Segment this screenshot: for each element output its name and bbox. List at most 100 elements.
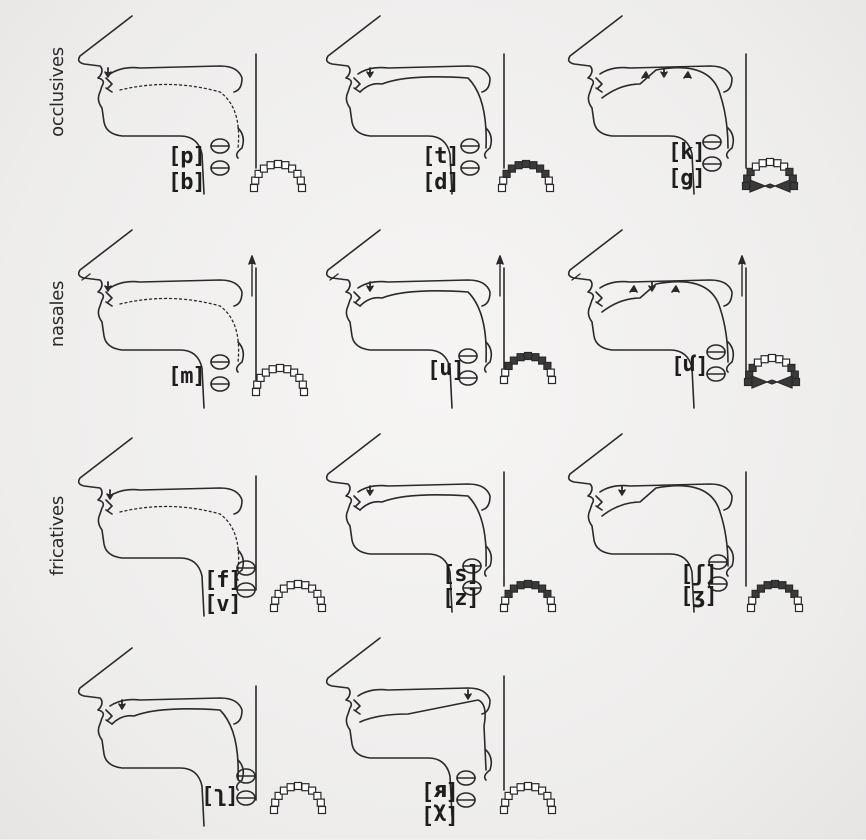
vocal-tract-diagram	[318, 222, 578, 422]
tooth	[549, 605, 556, 612]
tooth	[515, 162, 522, 169]
teeth	[354, 700, 360, 714]
constriction-arrowhead	[367, 286, 373, 291]
tooth	[260, 165, 267, 172]
constriction-arrowhead	[642, 72, 649, 78]
dental-arch-icon	[743, 159, 798, 193]
tooth	[745, 379, 752, 386]
constriction-arrowhead	[684, 72, 691, 78]
tooth	[262, 369, 269, 376]
tooth	[743, 183, 750, 190]
tooth	[530, 162, 537, 169]
tooth	[517, 582, 524, 589]
constriction-arrowhead	[661, 72, 667, 77]
tooth	[277, 365, 284, 372]
tooth	[287, 582, 294, 589]
face-profile	[79, 438, 204, 616]
teeth	[354, 292, 360, 306]
tooth	[791, 590, 798, 597]
tooth	[749, 597, 756, 604]
tooth	[752, 163, 759, 170]
teeth	[596, 292, 602, 306]
tooth	[547, 185, 554, 192]
panel-p-b: [p] [b]	[70, 8, 330, 208]
constriction-arrowhead	[465, 694, 471, 699]
tooth	[761, 356, 768, 363]
tooth	[510, 357, 517, 364]
palate-line	[358, 280, 490, 306]
face-profile	[79, 648, 204, 826]
constriction-arrowhead	[107, 494, 113, 499]
constriction-arrowhead	[367, 72, 373, 77]
tooth	[295, 783, 302, 790]
tooth	[796, 605, 803, 612]
tooth	[532, 784, 539, 791]
tooth	[754, 359, 761, 366]
tooth	[271, 807, 278, 814]
symbol-z: [z]	[442, 588, 479, 610]
tooth	[508, 165, 515, 172]
panel-sh-zh: [ʃ] [ʒ]	[560, 426, 820, 626]
tooth	[769, 355, 776, 362]
tooth	[544, 590, 551, 597]
tooth	[501, 377, 508, 384]
constriction-arrowhead	[672, 286, 679, 292]
larynx	[237, 128, 244, 158]
tooth	[502, 799, 509, 806]
tongue	[360, 495, 486, 566]
symbol-k: [k]	[668, 142, 705, 164]
tooth	[793, 379, 800, 386]
tooth	[296, 374, 303, 381]
panel-s-z: [s] [z]	[318, 426, 578, 626]
tooth	[284, 366, 291, 373]
symbol-d: [d]	[422, 172, 459, 194]
symbol-sh: [ʃ]	[680, 564, 717, 586]
tooth	[794, 597, 801, 604]
face-profile	[569, 434, 694, 612]
tooth	[302, 784, 309, 791]
tooth	[525, 581, 532, 588]
symbol-g: [g]	[668, 168, 705, 190]
teeth	[106, 500, 112, 514]
tooth	[252, 177, 259, 184]
palate-line	[358, 484, 490, 510]
tooth	[271, 605, 278, 612]
tooth	[544, 792, 551, 799]
tooth	[786, 168, 793, 175]
tooth	[779, 582, 786, 589]
tooth	[294, 170, 301, 177]
nasal-arrowhead	[249, 256, 255, 264]
symbol-x: [χ]	[422, 804, 459, 826]
constriction-arrowhead	[367, 490, 373, 495]
tongue	[112, 709, 238, 780]
tooth	[547, 799, 554, 806]
tract-group	[327, 638, 504, 816]
tooth	[542, 170, 549, 177]
panel-t-d: [t] [d]	[318, 8, 578, 208]
constriction-arrowhead	[105, 72, 111, 77]
panel-r-x: [ʁ] [χ]	[318, 630, 578, 830]
tooth	[267, 162, 274, 169]
palate-line	[358, 66, 490, 92]
panel-nj: [ɲ]	[560, 222, 820, 422]
tooth	[547, 597, 554, 604]
dental-arch-icon	[253, 365, 308, 396]
tooth	[502, 597, 509, 604]
tooth	[525, 353, 532, 360]
symbol-zh: [ʒ]	[680, 586, 717, 608]
face-profile	[327, 434, 452, 612]
tooth	[788, 364, 795, 371]
tooth	[280, 585, 287, 592]
dental-arch-icon	[748, 581, 803, 612]
tooth	[297, 177, 304, 184]
teeth	[354, 496, 360, 510]
tongue	[360, 700, 486, 770]
tract-group	[569, 434, 746, 612]
tooth	[282, 162, 289, 169]
symbol-p: [p]	[168, 146, 205, 168]
teeth	[106, 78, 112, 92]
tooth	[544, 362, 551, 369]
symbol-n: [n]	[428, 358, 465, 380]
symbol-nj: [ɲ]	[672, 354, 709, 376]
